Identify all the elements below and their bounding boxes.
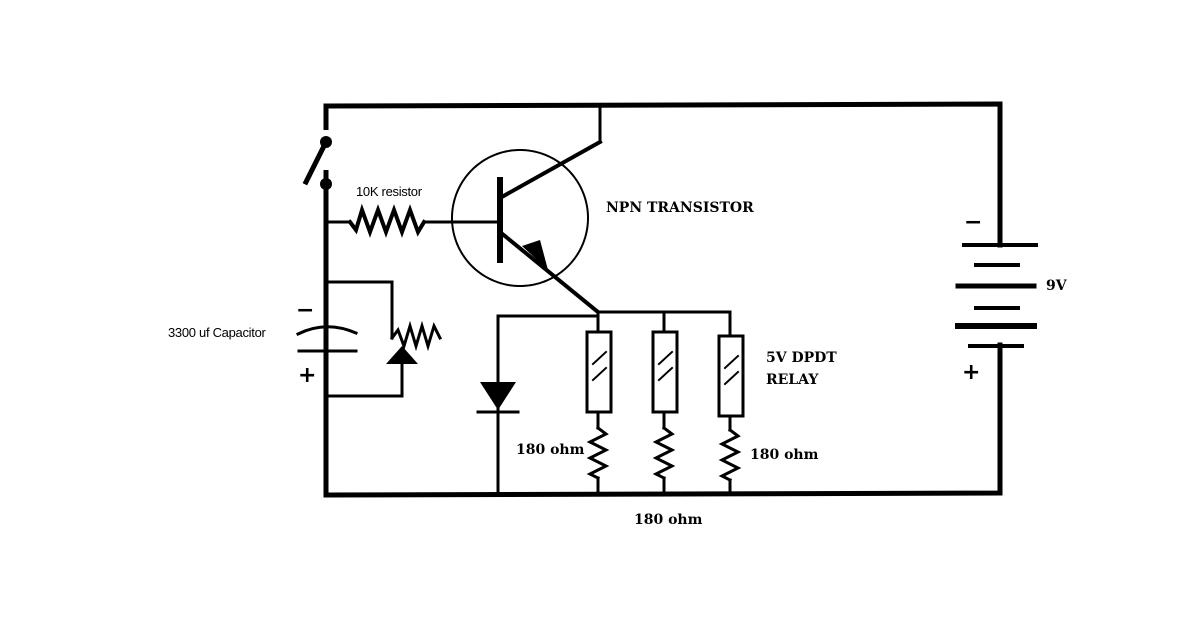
npn-transistor <box>451 139 603 315</box>
relay-1 <box>585 310 613 495</box>
transistor-label: NPN TRANSISTOR <box>606 200 754 216</box>
relay-2 <box>651 310 679 495</box>
resistor-10k-label: 10K resistor <box>356 184 422 199</box>
relay-label-line1: 5V DPDT <box>766 350 837 366</box>
toggle-switch <box>302 130 333 190</box>
wiper-arrow-icon <box>386 346 418 364</box>
resistor-label-left: 180 ohm <box>516 442 585 458</box>
battery-minus-icon: − <box>964 210 983 235</box>
capacitor-label: 3300 uf Capacitor <box>168 325 266 340</box>
emitter-arrow-icon <box>522 240 548 270</box>
capacitor <box>295 325 358 353</box>
resistor-10k <box>324 203 500 238</box>
diode <box>476 314 600 495</box>
main-wires <box>323 101 1003 498</box>
capacitor-minus-icon: − <box>296 298 315 323</box>
battery-voltage-label: 9V <box>1046 278 1067 294</box>
relay-3 <box>717 310 745 495</box>
relay-bank <box>585 310 745 495</box>
battery-plus-icon: + <box>962 360 981 385</box>
capacitor-plus-icon: + <box>298 363 317 388</box>
potentiometer <box>324 280 443 398</box>
resistor-label-right: 180 ohm <box>750 447 819 463</box>
relay-label-line2: RELAY <box>766 372 819 388</box>
battery-9v <box>955 243 1038 348</box>
resistor-label-bottom: 180 ohm <box>634 512 703 528</box>
